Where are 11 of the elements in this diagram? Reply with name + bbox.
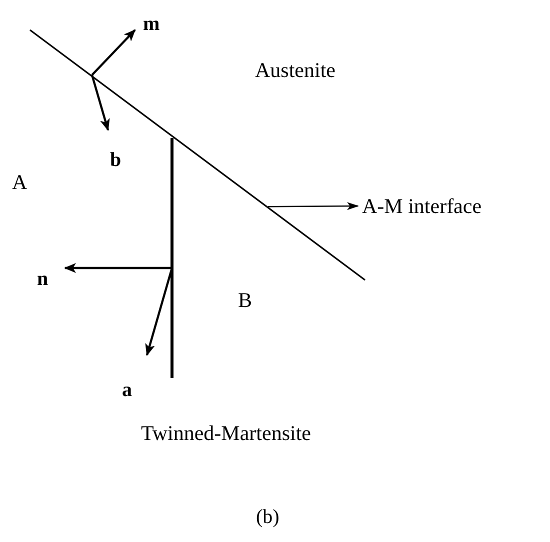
leader-arrow — [268, 202, 359, 210]
vector-label: a — [122, 378, 132, 403]
callout-text: A-M interface — [362, 192, 482, 220]
region-label: B — [238, 287, 252, 314]
region-label: Austenite — [255, 57, 336, 84]
vector-label: b — [110, 148, 122, 173]
vector-label: n — [37, 267, 48, 292]
region-label: A — [12, 169, 28, 196]
caption: (b) — [256, 505, 280, 530]
vector-label: m — [143, 12, 160, 37]
region-label: Twinned-Martensite — [141, 420, 311, 447]
